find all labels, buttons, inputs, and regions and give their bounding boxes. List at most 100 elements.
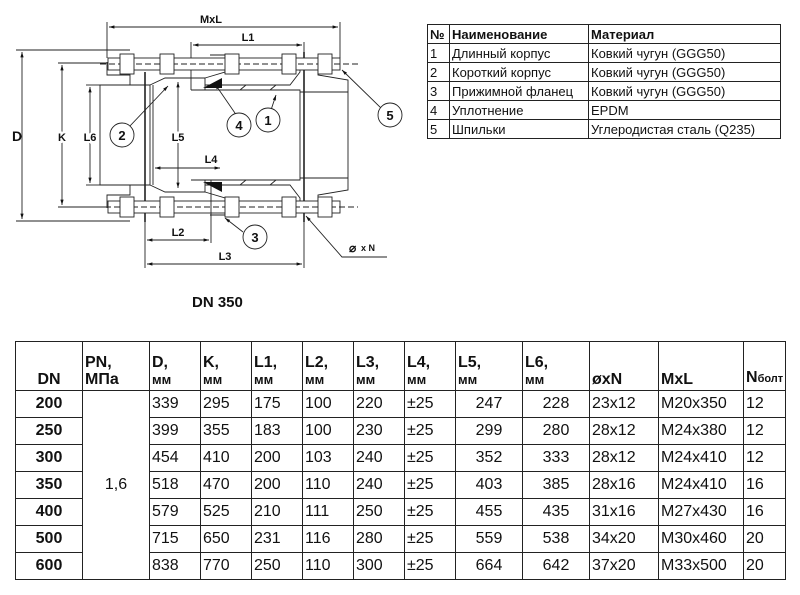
spec-header-cell: MxL xyxy=(658,341,744,391)
spec-header-name: L2, xyxy=(305,354,329,371)
spec-cell: 518 xyxy=(149,471,201,499)
seal-top xyxy=(203,78,222,88)
spec-header-name: N xyxy=(746,369,758,386)
spec-header-unit: мм xyxy=(458,372,478,387)
spec-cell: 559 xyxy=(455,525,523,553)
spec-cell: ±25 xyxy=(404,390,456,418)
spec-cell: ±25 xyxy=(404,471,456,499)
spec-cell: M24x410 xyxy=(658,471,744,499)
spec-header-name: L5, xyxy=(458,354,482,371)
spec-header-cell: L1,мм xyxy=(251,341,303,391)
parts-name: Длинный корпус xyxy=(449,43,589,63)
spec-cell-dn: 500 xyxy=(15,525,83,553)
spec-cell: 355 xyxy=(200,417,252,445)
parts-name: Уплотнение xyxy=(449,100,589,120)
spec-header-cell: L6,мм xyxy=(522,341,590,391)
parts-no: 4 xyxy=(427,100,450,120)
spec-cell: 650 xyxy=(200,525,252,553)
spec-cell-dn: 300 xyxy=(15,444,83,472)
spec-header-name: DN xyxy=(37,371,61,388)
callout-1: 1 xyxy=(264,113,271,128)
spec-cell: 333 xyxy=(522,444,590,472)
parts-row: 5 Шпильки Углеродистая сталь (Q235) xyxy=(427,119,781,139)
spec-cell: ±25 xyxy=(404,498,456,526)
spec-cell: 175 xyxy=(251,390,303,418)
parts-no: 1 xyxy=(427,43,450,63)
parts-header-material: Материал xyxy=(588,24,781,44)
spec-cell: 240 xyxy=(353,471,405,499)
spec-cell: 200 xyxy=(251,471,303,499)
spec-cell: 300 xyxy=(353,552,405,580)
spec-header-unit: мм xyxy=(356,372,376,387)
label-k: K xyxy=(58,132,66,144)
spec-cell: 352 xyxy=(455,444,523,472)
spec-header-unit: мм xyxy=(407,372,427,387)
parts-no: 5 xyxy=(427,119,450,139)
spec-cell: 183 xyxy=(251,417,303,445)
spec-cell: 410 xyxy=(200,444,252,472)
spec-header-unit: мм xyxy=(152,372,172,387)
spec-cell: 664 xyxy=(455,552,523,580)
spec-header-unit: мм xyxy=(305,372,325,387)
spec-header-cell: L2,мм xyxy=(302,341,354,391)
label-mxl: MxL xyxy=(200,14,222,26)
spec-cell: 280 xyxy=(353,525,405,553)
spec-cell: M33x500 xyxy=(658,552,744,580)
spec-cell-dn: 250 xyxy=(15,417,83,445)
parts-header-row: № Наименование Материал xyxy=(427,24,781,44)
label-d: D xyxy=(12,128,22,144)
spec-cell-dn: 200 xyxy=(15,390,83,418)
spec-cell: M30x460 xyxy=(658,525,744,553)
parts-header-no: № xyxy=(427,24,450,44)
callout-3: 3 xyxy=(251,230,258,245)
parts-material: Ковкий чугун (GGG50) xyxy=(588,43,781,63)
label-hole-symbol: ⌀ xyxy=(349,241,357,255)
spec-header-cell: L3,мм xyxy=(353,341,405,391)
spec-cell: 23x12 xyxy=(589,390,659,418)
spec-cell: 455 xyxy=(455,498,523,526)
callout-5: 5 xyxy=(386,108,393,123)
spec-header-name: MxL xyxy=(661,371,693,388)
parts-material: Ковкий чугун (GGG50) xyxy=(588,62,781,82)
spec-header-name: PN, xyxy=(85,354,112,371)
parts-table: № Наименование Материал 1 Длинный корпус… xyxy=(427,24,781,139)
parts-no: 2 xyxy=(427,62,450,82)
spec-cell: 28x16 xyxy=(589,471,659,499)
spec-header-cell: L5,мм xyxy=(455,341,523,391)
spec-cell: 110 xyxy=(302,552,354,580)
spec-cell-dn: 600 xyxy=(15,552,83,580)
spec-header-unit: мм xyxy=(254,372,274,387)
spec-cell: M24x410 xyxy=(658,444,744,472)
seal-bottom xyxy=(203,182,222,192)
label-l4: L4 xyxy=(205,154,219,166)
spec-cell: 37x20 xyxy=(589,552,659,580)
spec-header-cell: L4,мм xyxy=(404,341,456,391)
parts-row: 4 Уплотнение EPDM xyxy=(427,100,781,120)
parts-name: Прижимной фланец xyxy=(449,81,589,101)
spec-header-cell: DN xyxy=(15,341,83,391)
callout-4: 4 xyxy=(235,118,243,133)
callout-2: 2 xyxy=(118,128,125,143)
spec-header-name: L3, xyxy=(356,354,380,371)
spec-header-name: K, xyxy=(203,354,219,371)
spec-header-cell: D,мм xyxy=(149,341,201,391)
label-l1: L1 xyxy=(242,32,255,44)
parts-material: Ковкий чугун (GGG50) xyxy=(588,81,781,101)
spec-cell: 16 xyxy=(742,498,787,526)
spec-cell: 538 xyxy=(522,525,590,553)
spec-cell: 525 xyxy=(200,498,252,526)
spec-header-cell: Nболт xyxy=(742,341,787,391)
spec-cell-pn: 1,6 xyxy=(82,390,150,580)
spec-cell: 12 xyxy=(742,444,787,472)
spec-cell: 642 xyxy=(522,552,590,580)
spec-cell: ±25 xyxy=(404,552,456,580)
spec-cell: 116 xyxy=(302,525,354,553)
spec-header-unit: МПа xyxy=(85,371,119,388)
